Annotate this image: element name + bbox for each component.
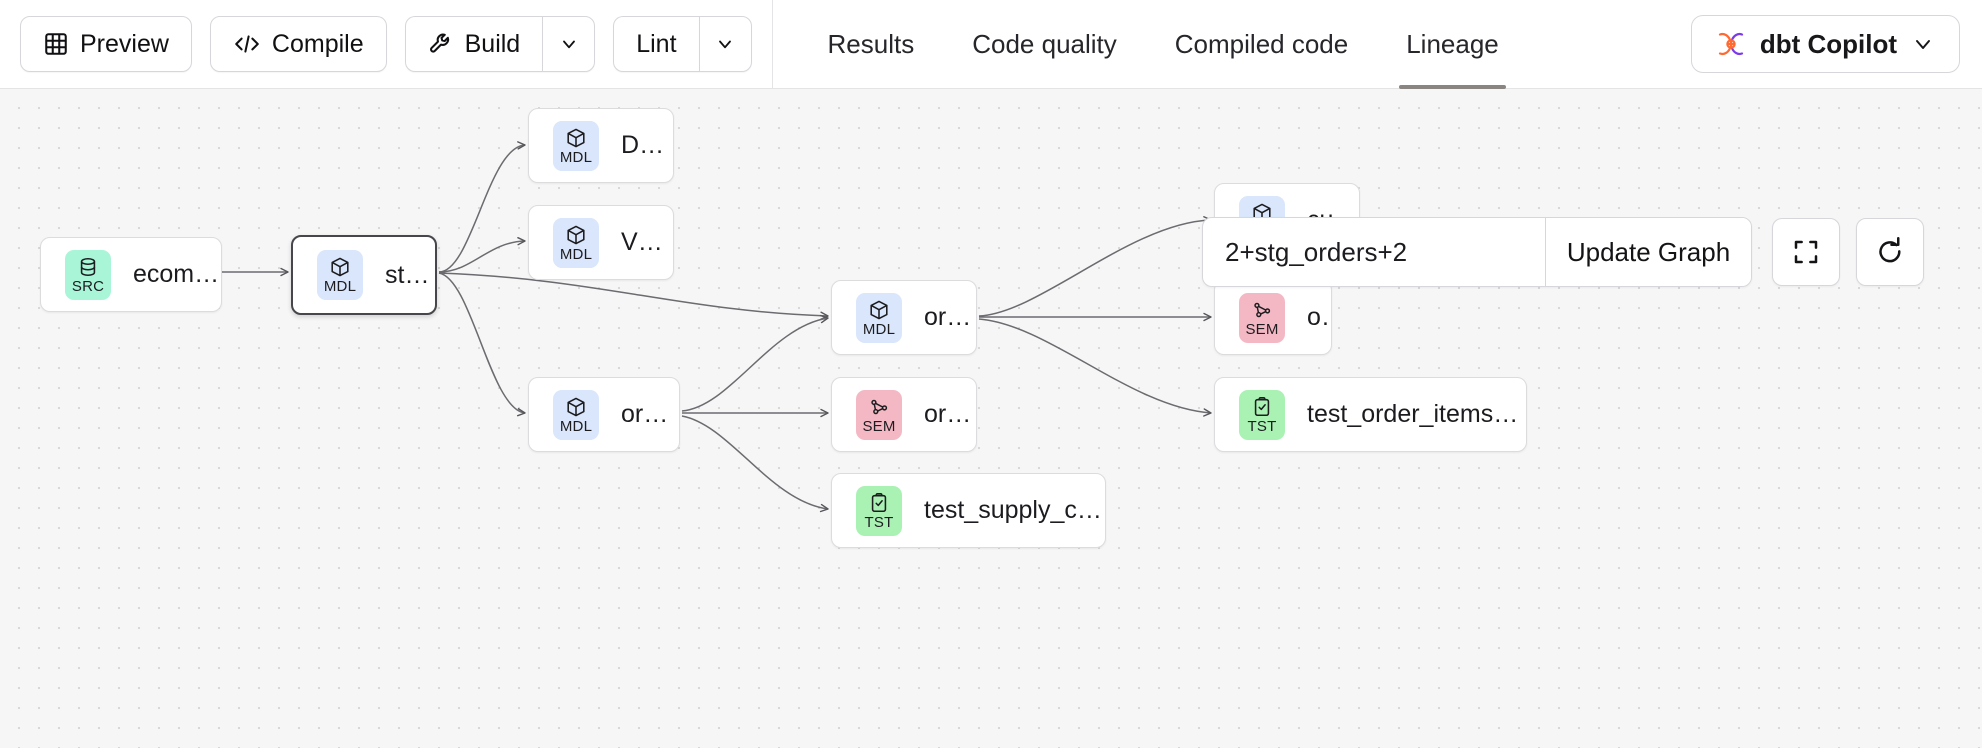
node-label: test_supply_costs_sum_correctly — [924, 496, 1105, 524]
badge-label: MDL — [559, 417, 593, 435]
node-label: order_items — [621, 400, 679, 428]
graph-controls: Update Graph — [1202, 217, 1924, 287]
cube-icon — [565, 396, 587, 418]
lineage-node-orders-model[interactable]: MDL orders — [831, 280, 977, 355]
node-type-badge-sem: SEM — [1239, 292, 1285, 343]
semantic-icon — [1251, 299, 1273, 321]
badge-label: MDL — [559, 148, 593, 166]
lineage-node-order-item-semantic[interactable]: SEM order_item — [831, 377, 977, 452]
clipboard-check-icon — [868, 492, 890, 514]
cube-icon — [868, 299, 890, 321]
lineage-edges — [222, 141, 1212, 513]
compile-button-label: Compile — [271, 29, 364, 58]
lint-button[interactable]: Lint — [613, 16, 699, 72]
build-split-button: Build — [404, 16, 596, 72]
compile-button[interactable]: Compile — [209, 16, 387, 72]
tab-code-quality-label: Code quality — [972, 28, 1117, 59]
node-type-badge-tst: TST — [856, 485, 902, 536]
node-label: orders — [1307, 303, 1331, 331]
chevron-down-icon — [715, 34, 735, 54]
node-label: orders — [924, 303, 976, 331]
refresh-button[interactable] — [1856, 218, 1924, 286]
wrench-icon — [428, 31, 454, 57]
tab-lineage[interactable]: Lineage — [1377, 0, 1528, 89]
app-header: Preview Compile Build — [0, 0, 1982, 89]
result-tabs: Results Code quality Compiled code Linea… — [773, 0, 1528, 89]
node-label: VE_Demo — [621, 228, 673, 256]
code-icon — [233, 31, 261, 57]
update-graph-label: Update Graph — [1566, 236, 1731, 267]
chevron-down-icon — [1911, 32, 1935, 56]
lineage-node-ve-demo[interactable]: MDL VE_Demo — [528, 205, 674, 280]
build-button-label: Build — [464, 29, 521, 58]
badge-label: MDL — [559, 245, 593, 263]
node-type-badge-mdl: MDL — [317, 250, 363, 300]
graph-selector-input[interactable] — [1203, 218, 1545, 286]
clipboard-check-icon — [1251, 396, 1273, 418]
node-label: ecom.raw_orders — [133, 260, 221, 288]
cube-icon — [565, 224, 587, 246]
node-label: Demo — [621, 131, 673, 159]
preview-button-label: Preview — [80, 29, 169, 58]
toolbar-divider — [771, 0, 773, 89]
build-button[interactable]: Build — [404, 16, 543, 72]
lineage-node-orders-semantic[interactable]: SEM orders — [1214, 280, 1332, 355]
cube-icon — [565, 127, 587, 149]
node-label: stg_orders — [385, 260, 435, 289]
database-icon — [77, 256, 99, 278]
node-type-badge-tst: TST — [1239, 389, 1285, 440]
badge-label: SRC — [71, 277, 105, 295]
tab-results-label: Results — [827, 28, 915, 59]
lint-split-button: Lint — [613, 16, 752, 72]
node-type-badge-sem: SEM — [856, 389, 902, 440]
node-type-badge-src: SRC — [65, 249, 111, 300]
node-label: test_order_items_compute_to_bools_c... — [1307, 400, 1526, 428]
badge-label: SEM — [862, 417, 896, 435]
lineage-node-order-items[interactable]: MDL order_items — [528, 377, 680, 452]
refresh-icon — [1875, 237, 1905, 267]
badge-label: MDL — [862, 320, 896, 338]
badge-label: MDL — [323, 278, 357, 295]
node-type-badge-mdl: MDL — [856, 292, 902, 343]
lineage-node-stg-orders[interactable]: MDL stg_orders — [291, 235, 437, 315]
node-label: order_item — [924, 400, 976, 428]
tab-compiled-code-label: Compiled code — [1174, 28, 1349, 59]
lint-button-label: Lint — [636, 29, 677, 58]
tab-code-quality[interactable]: Code quality — [943, 0, 1146, 89]
build-dropdown-button[interactable] — [542, 16, 596, 72]
tab-results[interactable]: Results — [799, 0, 944, 89]
node-type-badge-mdl: MDL — [553, 217, 599, 268]
lineage-node-test-supply-costs[interactable]: TST test_supply_costs_sum_correctly — [831, 473, 1106, 548]
table-icon — [43, 31, 69, 57]
dbt-copilot-button[interactable]: dbt Copilot — [1690, 15, 1960, 73]
fullscreen-icon — [1791, 237, 1821, 267]
update-graph-button[interactable]: Update Graph — [1545, 218, 1751, 286]
chevron-down-icon — [559, 34, 579, 54]
dbt-copilot-icon — [1716, 29, 1746, 59]
badge-label: TST — [1247, 417, 1277, 435]
node-type-badge-mdl: MDL — [553, 389, 599, 440]
node-type-badge-mdl: MDL — [553, 120, 599, 171]
fullscreen-button[interactable] — [1772, 218, 1840, 286]
preview-button[interactable]: Preview — [20, 16, 192, 72]
cube-icon — [329, 256, 351, 278]
lineage-node-demo[interactable]: MDL Demo — [528, 108, 674, 183]
lineage-node-test-order-items[interactable]: TST test_order_items_compute_to_bools_c.… — [1214, 377, 1527, 452]
tab-lineage-label: Lineage — [1406, 28, 1499, 59]
badge-label: TST — [864, 513, 894, 531]
lineage-node-ecom-raw-orders[interactable]: SRC ecom.raw_orders — [40, 237, 222, 312]
dbt-copilot-label: dbt Copilot — [1759, 28, 1897, 59]
semantic-icon — [868, 396, 890, 418]
lint-dropdown-button[interactable] — [698, 16, 752, 72]
lineage-canvas[interactable]: SRC ecom.raw_orders MDL stg_orders — [0, 89, 1982, 748]
graph-selector-group: Update Graph — [1202, 217, 1752, 287]
editor-toolbar: Preview Compile Build — [0, 0, 752, 88]
tab-compiled-code[interactable]: Compiled code — [1146, 0, 1377, 89]
copilot-container: dbt Copilot — [1690, 15, 1982, 73]
badge-label: SEM — [1245, 320, 1279, 338]
